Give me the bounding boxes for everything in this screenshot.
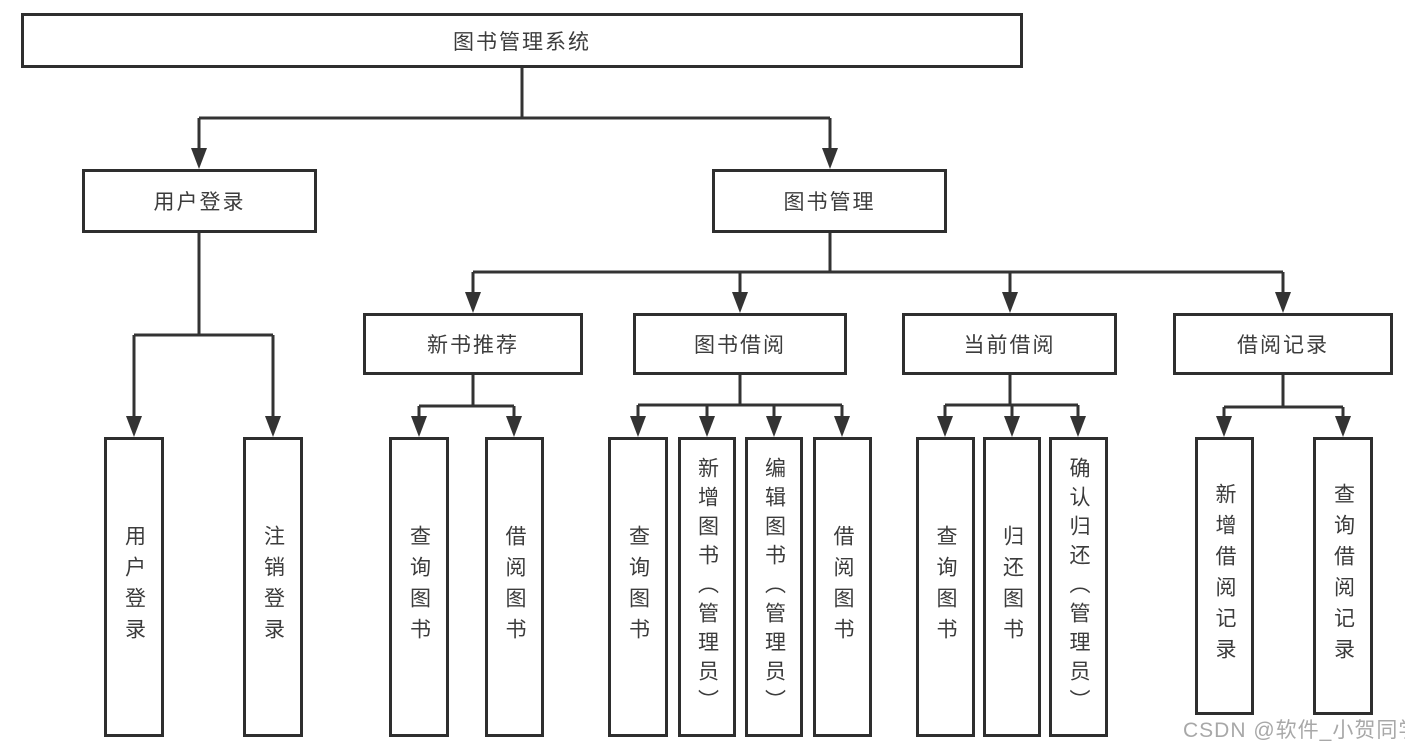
node-user-login-branch: 用户登录 [82, 169, 317, 233]
watermark: CSDN @软件_小贺同学 [1183, 719, 1405, 742]
node-label: 借阅图书 [503, 525, 526, 649]
leaf-add-books-admin: 新增图书（管理员） [678, 437, 736, 737]
leaf-query-borrow-record: 查询借阅记录 [1313, 437, 1373, 715]
node-label: 注销登录 [261, 525, 285, 649]
leaf-edit-books-admin: 编辑图书（管理员） [745, 437, 803, 737]
leaf-add-borrow-record: 新增借阅记录 [1195, 437, 1254, 715]
node-label: 查询借阅记录 [1331, 483, 1355, 669]
leaf-logout: 注销登录 [243, 437, 303, 737]
leaf-confirm-return-admin: 确认归还（管理员） [1049, 437, 1108, 737]
node-label: 新书推荐 [427, 334, 519, 357]
node-label: 借阅记录 [1237, 334, 1329, 357]
node-book-borrowing: 图书借阅 [633, 313, 847, 375]
node-label: 图书管理 [783, 191, 876, 214]
node-new-book-recommend: 新书推荐 [363, 313, 583, 375]
node-label: 归还图书 [1000, 525, 1024, 649]
node-label: 用户登录 [122, 525, 146, 649]
node-label: 新增图书（管理员） [695, 456, 719, 718]
node-label: 图书管理系统 [453, 30, 591, 54]
node-label: 查询图书 [934, 525, 957, 649]
node-root-library-system: 图书管理系统 [21, 13, 1023, 68]
leaf-query-books-current: 查询图书 [916, 437, 975, 737]
leaf-borrow-books-borrow: 借阅图书 [813, 437, 872, 737]
node-label: 查询图书 [407, 525, 431, 649]
node-label: 图书借阅 [694, 334, 786, 357]
node-label: 查询图书 [626, 525, 650, 649]
leaf-query-books-recommend: 查询图书 [389, 437, 449, 737]
leaf-return-books: 归还图书 [983, 437, 1041, 737]
node-label: 新增借阅记录 [1213, 483, 1236, 669]
node-label: 编辑图书（管理员） [762, 456, 786, 718]
node-label: 当前借阅 [963, 334, 1056, 357]
leaf-user-login: 用户登录 [104, 437, 164, 737]
leaf-query-books-borrow: 查询图书 [608, 437, 668, 737]
node-current-borrowing: 当前借阅 [902, 313, 1117, 375]
leaf-borrow-books-recommend: 借阅图书 [485, 437, 544, 737]
node-label: 借阅图书 [831, 525, 854, 649]
node-label: 用户登录 [153, 191, 246, 214]
node-label: 确认归还（管理员） [1067, 456, 1090, 718]
node-borrowing-records: 借阅记录 [1173, 313, 1393, 375]
node-book-management-branch: 图书管理 [712, 169, 947, 233]
